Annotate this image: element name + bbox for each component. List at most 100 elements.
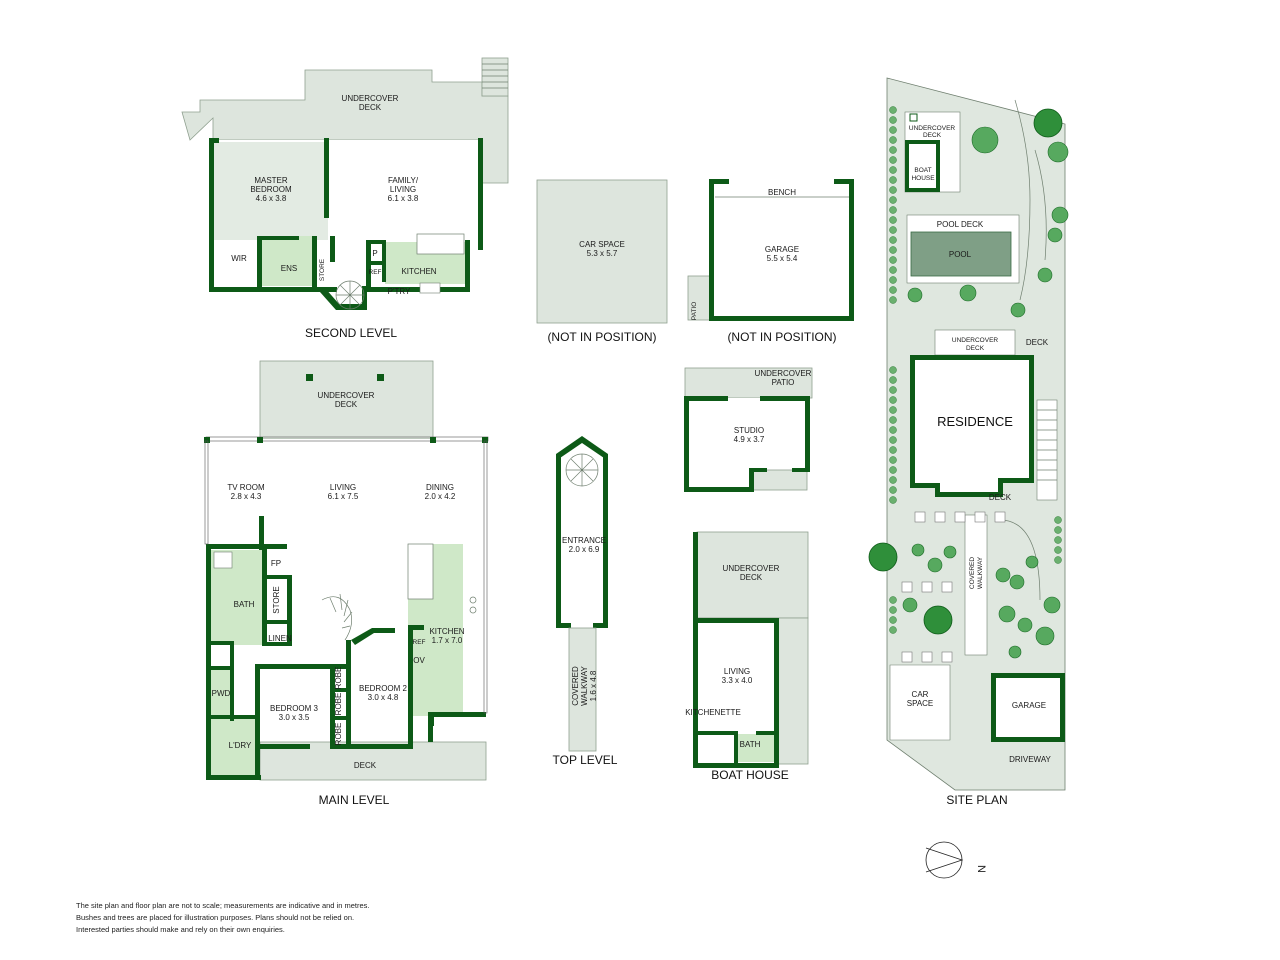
garage-note: (NOT IN POSITION) <box>727 330 836 344</box>
laundry-floor <box>209 718 259 776</box>
garage-label: GARAGE <box>765 245 799 254</box>
walkway-label-1: COVERED <box>571 666 580 706</box>
bedroom2-dims: 3.0 x 4.8 <box>368 693 399 702</box>
top-level-title: TOP LEVEL <box>553 753 618 767</box>
ensuite-floor <box>262 236 312 286</box>
car-space-plan: CAR SPACE 5.3 x 5.7 (NOT IN POSITION) <box>536 179 668 344</box>
residence-label: RESIDENCE <box>937 414 1013 429</box>
shower <box>213 551 233 569</box>
main-kitchen-label: KITCHEN <box>429 627 464 636</box>
pwd-label: PWD <box>212 689 231 698</box>
garage-patio-label: PATIO <box>691 302 698 321</box>
main-spiral-stair <box>321 593 353 641</box>
pool <box>910 231 1012 277</box>
second-level-plan: UNDERCOVER DECK MASTER BEDROOM 4.6 x 3.8… <box>181 57 509 340</box>
kitchen-island <box>416 233 465 255</box>
cooktop <box>419 282 441 294</box>
main-level-plan: UNDERCOVER DECK TV ROOM 2.8 x 4.3 LIVING… <box>204 360 489 807</box>
second-level-title: SECOND LEVEL <box>305 326 397 340</box>
family-living-label-1: FAMILY/ <box>388 176 419 185</box>
disclaimer: The site plan and floor plan are not to … <box>76 900 370 936</box>
site-car-space <box>889 664 951 741</box>
studio-label: STUDIO <box>734 426 764 435</box>
main-undercover-deck <box>259 360 434 440</box>
robe-label-1: ROBE <box>334 667 343 690</box>
car-space-dims: 5.3 x 5.7 <box>587 249 618 258</box>
boat-living-label: LIVING <box>724 667 750 676</box>
laundry-label: L'DRY <box>229 741 252 750</box>
car-space-label: CAR SPACE <box>579 240 625 249</box>
main-level-windows <box>204 374 489 714</box>
top-level-plan: ENTRANCE 2.0 x 6.9 COVERED WALKWAY 1.6 x… <box>553 436 618 767</box>
driveway-label: DRIVEWAY <box>1009 755 1051 764</box>
studio-patio-label-1: UNDERCOVER <box>755 369 812 378</box>
studio-patio <box>684 367 813 399</box>
main-deck-label-2: DECK <box>335 400 358 409</box>
ensuite-label: ENS <box>281 264 297 273</box>
walkway-label-2: WALKWAY <box>580 665 589 705</box>
tv-room-label: TV ROOM <box>227 483 265 492</box>
main-kitchen-island <box>407 543 434 600</box>
living-dims: 6.1 x 7.5 <box>328 492 359 501</box>
studio-patio-label-2: PATIO <box>772 378 795 387</box>
garage-dims: 5.5 x 5.4 <box>767 254 798 263</box>
entrance-label: ENTRANCE <box>562 536 606 545</box>
master-bedroom-label-2: BEDROOM <box>250 185 292 194</box>
wir-label: WIR <box>231 254 247 263</box>
dining-label: DINING <box>426 483 454 492</box>
site-undercover-deck-top-2: DECK <box>923 132 942 139</box>
bench-label: BENCH <box>768 188 796 197</box>
garage-patio <box>687 275 713 321</box>
living-label: LIVING <box>330 483 356 492</box>
tree-icon <box>971 126 999 154</box>
main-level-walls <box>206 516 486 780</box>
master-bedroom-label-1: MASTER <box>254 176 288 185</box>
second-ref-label: REF <box>369 269 382 276</box>
robe-label-3: ROBE <box>334 723 343 746</box>
disclaimer-line-2: Bushes and trees are placed for illustra… <box>76 913 355 922</box>
oven-label: OV <box>413 656 425 665</box>
north-label: N <box>975 865 987 873</box>
residence-side-steps <box>1036 399 1058 501</box>
second-deck-stairs <box>481 57 509 97</box>
boat-house-deck <box>696 531 809 619</box>
boat-bath-label: BATH <box>740 740 761 749</box>
family-living-dims: 6.1 x 3.8 <box>388 194 419 203</box>
walkway-dims: 1.6 x 4.8 <box>589 670 598 701</box>
studio-dims: 4.9 x 3.7 <box>734 435 765 444</box>
site-walkway-1: COVERED <box>969 557 976 589</box>
planter-boxes <box>901 511 1006 663</box>
boat-house-walls <box>693 532 779 768</box>
site-plan: UNDERCOVER DECK BOAT HOUSE POOL DECK POO… <box>868 77 1069 807</box>
entrance-dims: 2.0 x 6.9 <box>569 545 600 554</box>
main-ref-label: REF <box>413 639 426 646</box>
garage-walls <box>709 179 854 321</box>
residence-footprint <box>912 357 1032 492</box>
site-walkway-2: WALKWAY <box>977 556 984 589</box>
bedroom2-label: BEDROOM 2 <box>359 684 408 693</box>
residence-walls <box>910 355 1034 497</box>
site-garage <box>991 673 1065 742</box>
second-store-label: STORE <box>319 258 326 281</box>
robe-label-2: ROBE <box>334 693 343 716</box>
second-spiral-stair <box>335 280 365 310</box>
bedroom3-label: BEDROOM 3 <box>270 704 319 713</box>
pantry-p-label: P <box>372 249 377 258</box>
top-covered-walkway <box>568 627 597 752</box>
site-deck-label: DECK <box>1026 338 1049 347</box>
north-arrow-icon: N <box>925 841 987 879</box>
main-kitchen-dims: 1.7 x 7.0 <box>432 636 463 645</box>
boat-living-dims: 3.3 x 4.0 <box>722 676 753 685</box>
pool-label: POOL <box>949 250 972 259</box>
site-hedge <box>889 106 1062 634</box>
site-boat-house-2: HOUSE <box>911 175 935 182</box>
tv-room-dims: 2.8 x 4.3 <box>231 492 262 501</box>
site-undercover-deck-top-1: UNDERCOVER <box>909 125 956 132</box>
main-deck-label-1: UNDERCOVER <box>318 391 375 400</box>
disclaimer-line-1: The site plan and floor plan are not to … <box>76 901 370 910</box>
main-cooktop-burner <box>469 596 477 604</box>
site-car-space-1: CAR <box>912 690 929 699</box>
main-bath-label: BATH <box>234 600 255 609</box>
boat-house-plan: UNDERCOVER DECK LIVING 3.3 x 4.0 KITCHEN… <box>685 531 809 782</box>
